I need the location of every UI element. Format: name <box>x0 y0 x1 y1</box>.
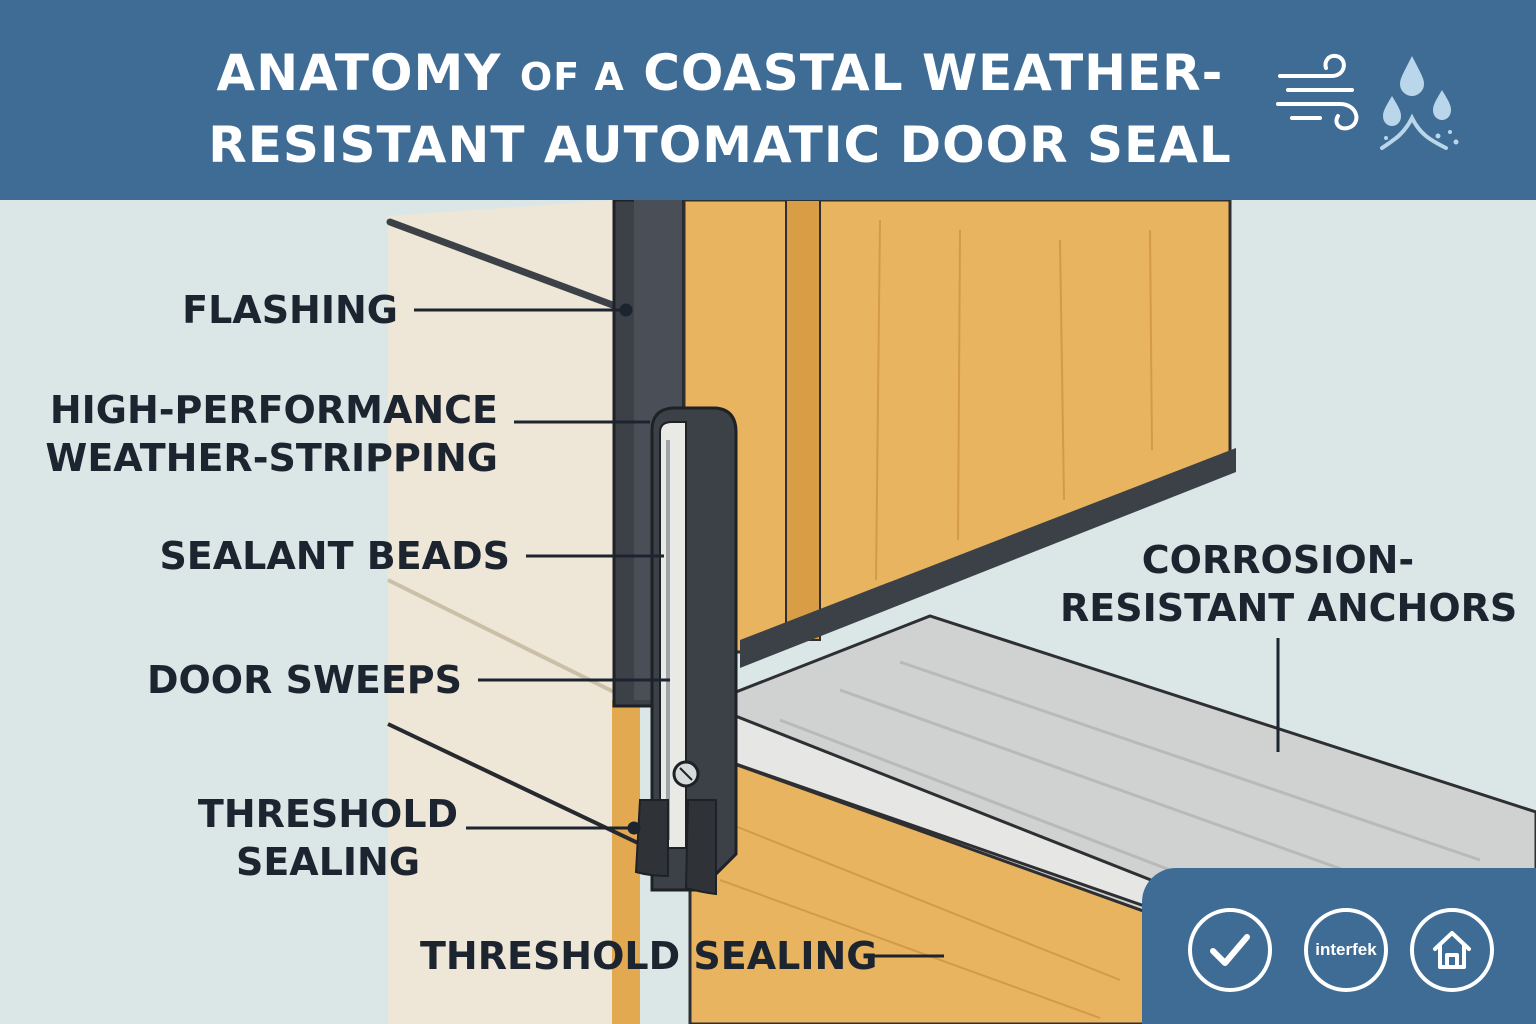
threshold-groove-2 <box>839 688 1401 892</box>
certified-badge <box>1188 908 1272 992</box>
house-icon <box>1433 931 1471 969</box>
title-word-coastal: COASTAL WEATHER- <box>624 44 1224 102</box>
door-grain-1 <box>875 219 881 581</box>
label-weather-stripping-1: HIGH-PERFORMANCE <box>49 388 498 432</box>
door-grain-4 <box>1149 229 1153 451</box>
header-banner: ANATOMY OF A COASTAL WEATHER- RESISTANT … <box>0 0 1536 200</box>
door-edge <box>785 200 821 641</box>
label-threshold-sealing-2: SEALING <box>235 840 421 884</box>
label-threshold-sealing-1: THRESHOLD <box>197 792 459 836</box>
sill-grain-2 <box>719 879 1101 1019</box>
wall-sill <box>612 700 640 1024</box>
wall <box>388 200 614 1024</box>
checkmark-icon <box>1210 934 1250 966</box>
anchor-screw-slot <box>679 767 693 781</box>
leader-flashing-dot <box>619 303 633 317</box>
label-anchors-1: CORROSION- <box>1141 538 1415 582</box>
intertek-logo-text: interfek <box>1315 940 1377 959</box>
title-word-anatomy: ANATOMY <box>216 44 520 102</box>
title-line-1: ANATOMY OF A COASTAL WEATHER- <box>0 44 1440 102</box>
threshold-groove-3 <box>899 660 1481 862</box>
door-seal-illustration <box>386 200 1536 1024</box>
label-weather-stripping-2: WEATHER-STRIPPING <box>45 436 498 480</box>
sweep-fin-right <box>684 799 717 896</box>
label-sealant-beads: SEALANT BEADS <box>159 534 510 578</box>
sweep-fin-left <box>634 799 669 878</box>
sill-grain-1 <box>719 819 1121 981</box>
label-threshold-sealing-bottom: THRESHOLD SEALING <box>420 934 878 978</box>
flashing-strip <box>386 218 630 314</box>
door-grain-2 <box>957 229 961 541</box>
weather-icons <box>1276 53 1459 150</box>
wind-icon <box>1276 53 1359 131</box>
label-anchors-2: RESISTANT ANCHORS <box>1060 586 1518 630</box>
title-word-of-a: OF A <box>519 55 625 99</box>
leader-threshold-dot <box>627 821 641 835</box>
door-grain-3 <box>1059 239 1065 501</box>
label-flashing: FLASHING <box>182 288 398 332</box>
door-bottom-sweep <box>740 448 1236 668</box>
wall-base-line <box>387 722 641 846</box>
water-drops-icon <box>1380 56 1459 150</box>
title-line-2: RESISTANT AUTOMATIC DOOR SEAL <box>208 116 1232 174</box>
wooden-sill <box>688 745 1148 1024</box>
home-badge <box>1410 908 1494 992</box>
label-door-sweeps: DOOR SWEEPS <box>146 658 462 702</box>
intertek-badge: interfek <box>1304 908 1388 992</box>
certification-panel: interfek <box>1142 868 1536 1024</box>
door-panel <box>682 200 1232 654</box>
wall-siding-line <box>387 578 615 694</box>
